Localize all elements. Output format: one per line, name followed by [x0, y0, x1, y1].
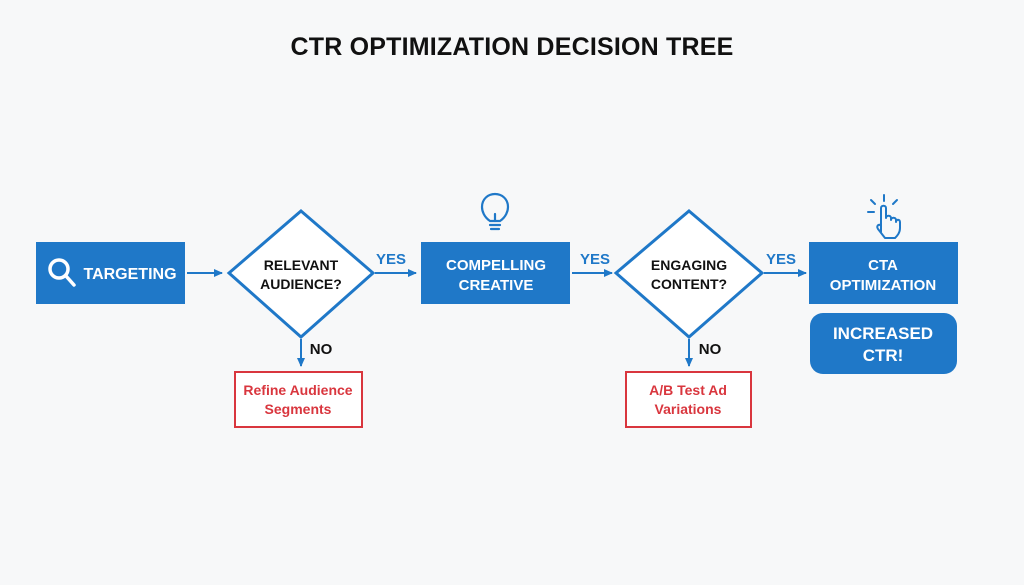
- edge-label-no-2: NO: [699, 341, 722, 358]
- search-icon: [48, 258, 76, 287]
- node-compelling-creative-line2: CREATIVE: [459, 277, 534, 294]
- node-refine-audience-line2: Segments: [265, 401, 332, 417]
- node-cta-optimization-line1: CTA: [868, 257, 898, 274]
- node-compelling-creative: COMPELLING CREATIVE: [421, 192, 570, 304]
- node-targeting-label: TARGETING: [83, 266, 176, 283]
- decision-engaging-content-line1: ENGAGING: [651, 257, 727, 273]
- node-ab-test-line2: Variations: [655, 401, 722, 417]
- node-cta-optimization: CTA OPTIMIZATION: [809, 194, 958, 304]
- decision-relevant-audience: RELEVANT AUDIENCE?: [226, 209, 376, 340]
- edge-label-yes-1: YES: [376, 251, 406, 268]
- edge-label-yes-3: YES: [766, 251, 796, 268]
- node-refine-audience-line1: Refine Audience: [243, 382, 352, 398]
- node-increased-ctr-line2: CTR!: [863, 346, 904, 365]
- node-compelling-creative-line1: COMPELLING: [446, 257, 546, 274]
- lightbulb-icon: [480, 192, 510, 231]
- pointer-click-icon: [867, 194, 901, 239]
- node-increased-ctr: INCREASED CTR!: [810, 313, 957, 374]
- node-increased-ctr-line1: INCREASED: [833, 324, 933, 343]
- decision-relevant-audience-line1: RELEVANT: [264, 257, 339, 273]
- decision-engaging-content: ENGAGING CONTENT?: [613, 209, 765, 339]
- node-cta-optimization-line2: OPTIMIZATION: [830, 277, 936, 294]
- node-ab-test: A/B Test Ad Variations: [625, 371, 752, 428]
- page-title: CTR OPTIMIZATION DECISION TREE: [290, 33, 734, 61]
- decision-engaging-content-line2: CONTENT?: [651, 276, 727, 292]
- edge-label-no-1: NO: [310, 341, 333, 358]
- decision-relevant-audience-line2: AUDIENCE?: [260, 276, 342, 292]
- node-ab-test-line1: A/B Test Ad: [649, 382, 727, 398]
- node-targeting: TARGETING: [36, 242, 185, 304]
- node-refine-audience: Refine Audience Segments: [234, 371, 363, 428]
- edge-label-yes-2: YES: [580, 251, 610, 268]
